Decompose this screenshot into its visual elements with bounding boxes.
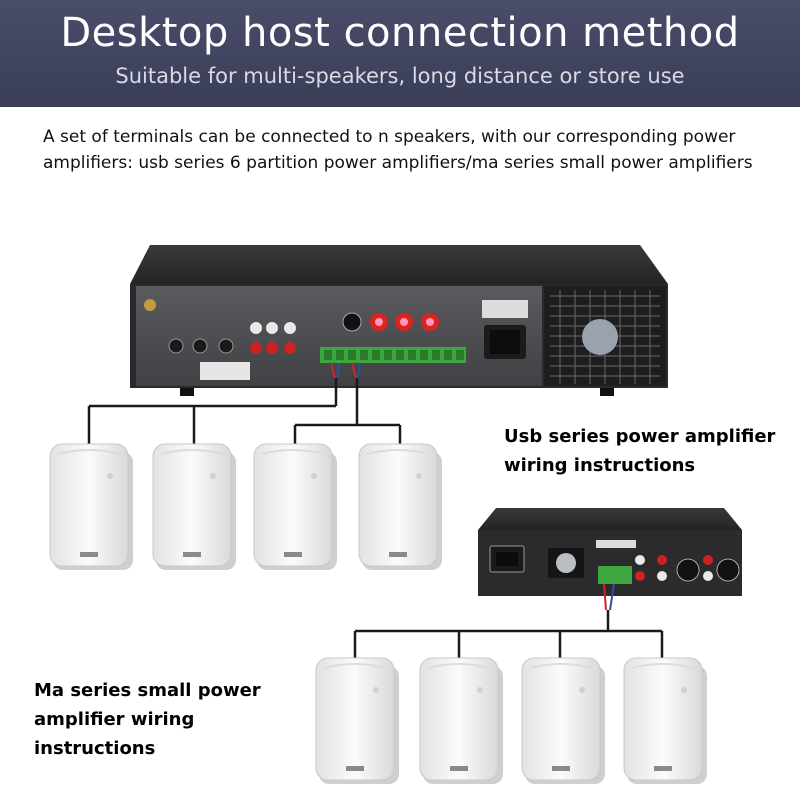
usb-series-label: Usb series power amplifier wiring instru…	[504, 426, 776, 476]
small-amplifier	[478, 508, 742, 596]
speaker-7	[521, 657, 606, 785]
ma-series-label: Ma series small power amplifier wiring i…	[34, 680, 261, 759]
large-amp-wiring	[87, 378, 402, 446]
speaker-5	[315, 657, 400, 785]
speaker-6	[419, 657, 504, 785]
page-title: Desktop host connection method	[60, 10, 740, 56]
speaker-1	[49, 443, 134, 571]
intro-text: A set of terminals can be connected to n…	[43, 127, 753, 173]
small-amp-wiring	[353, 610, 664, 660]
speaker-8	[623, 657, 708, 785]
speaker-2	[152, 443, 237, 571]
speaker-3	[253, 443, 338, 571]
speaker-4	[358, 443, 443, 571]
header-banner: Desktop host connection method Suitable …	[0, 0, 800, 107]
large-amplifier	[130, 245, 668, 396]
page-subtitle: Suitable for multi-speakers, long distan…	[115, 64, 685, 88]
